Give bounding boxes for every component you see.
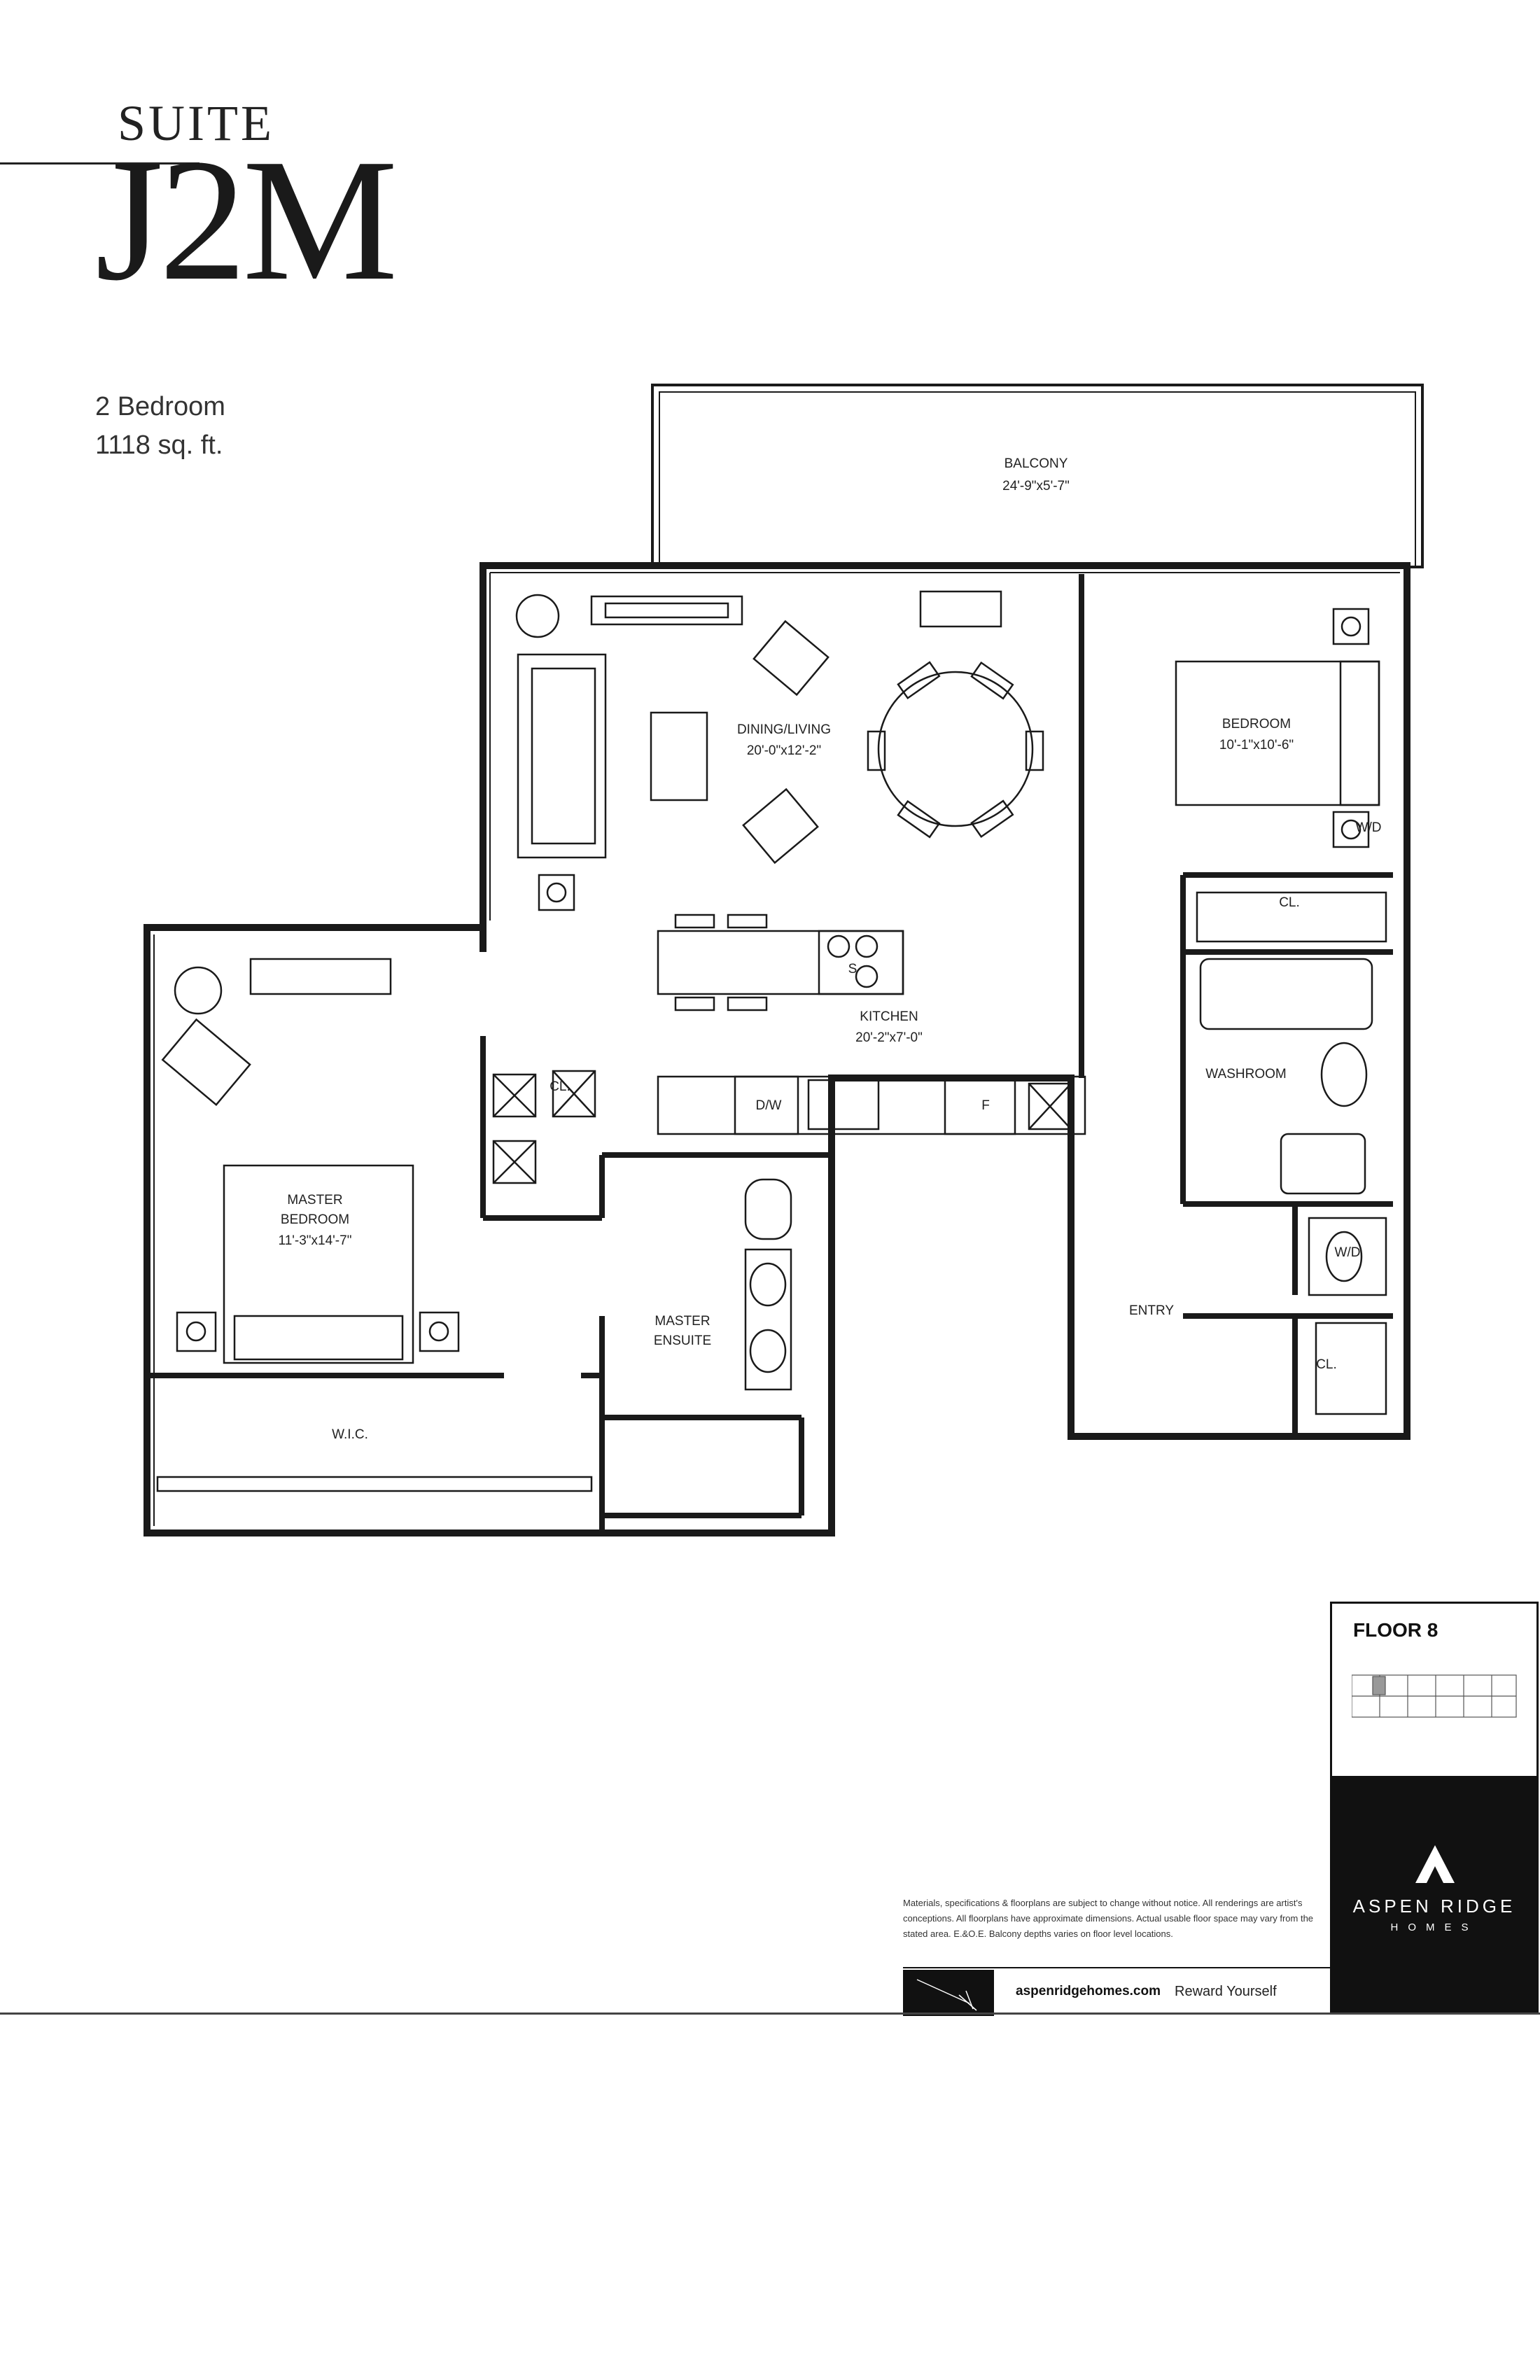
balcony-label: BALCONY xyxy=(1004,456,1068,471)
fridge-label: F xyxy=(981,1098,990,1113)
bedroom-washer-dryer-label: W/D xyxy=(1356,820,1382,835)
stove-label: S xyxy=(848,962,858,976)
compass-mark-icon xyxy=(903,1970,994,2016)
kitchen-label: KITCHEN xyxy=(860,1009,918,1024)
disclaimer-text: Materials, specifications & floorplans a… xyxy=(903,1898,1314,1939)
master-bedroom-label-2: BEDROOM xyxy=(281,1212,349,1227)
bedroom-size: 10'-1"x10'-6" xyxy=(1219,738,1294,752)
floor-key-panel: FLOOR 8 xyxy=(1330,1602,1539,1778)
brand-panel: ASPEN RIDGE HOMES xyxy=(1330,1778,1539,2014)
suite-word: SUITE xyxy=(118,95,274,151)
floor-label: FLOOR 8 xyxy=(1353,1619,1438,1641)
entry-washer-dryer-label: W/D xyxy=(1335,1245,1361,1260)
exterior-walls xyxy=(144,562,1410,1536)
bedroom-label: BEDROOM xyxy=(1222,717,1291,732)
floor-plan: BALCONY 24'-9"x5'-7" DINING/LIVING 20'-0… xyxy=(144,384,1424,1536)
website-bar: aspenridgehomes.com Reward Yourself xyxy=(903,1967,1330,2016)
living-furniture xyxy=(515,590,1044,911)
bedroom-count: 2 Bedroom xyxy=(95,392,225,421)
bedroom-furniture xyxy=(1175,608,1387,1415)
entry-closet-label: CL. xyxy=(1316,1357,1337,1372)
kitchen-size: 20'-2"x7'-0" xyxy=(855,1030,923,1045)
bottom-rule xyxy=(0,2012,1540,2015)
aspen-ridge-logo-icon xyxy=(1415,1845,1455,1883)
kitchen-fixtures xyxy=(492,913,1086,1184)
title-rule xyxy=(0,162,200,164)
dining-living-label: DINING/LIVING xyxy=(737,722,831,737)
key-plan-thumbnail xyxy=(1352,1674,1517,1718)
tagline: Reward Yourself xyxy=(1175,1984,1277,1999)
square-footage: 1118 sq. ft. xyxy=(95,430,223,460)
brand-subtitle: HOMES xyxy=(1390,1921,1478,1933)
bedroom-closet-label: CL. xyxy=(1279,895,1300,910)
balcony-size: 24'-9"x5'-7" xyxy=(1002,479,1070,493)
suite-code: J2M xyxy=(95,123,398,317)
master-ensuite-label-2: ENSUITE xyxy=(654,1334,711,1348)
washroom-label: WASHROOM xyxy=(1205,1067,1286,1082)
master-ensuite-label-1: MASTER xyxy=(654,1314,710,1329)
balcony-area xyxy=(651,384,1424,568)
interior-walls xyxy=(150,574,1393,1533)
website-link[interactable]: aspenridgehomes.com xyxy=(1016,1984,1161,1998)
master-bedroom-label-1: MASTER xyxy=(287,1193,342,1208)
room-labels: BALCONY 24'-9"x5'-7" DINING/LIVING 20'-0… xyxy=(279,456,1382,1442)
master-bedroom-size: 11'-3"x14'-7" xyxy=(279,1233,352,1248)
dishwasher-label: D/W xyxy=(756,1098,782,1113)
dining-living-size: 20'-0"x12'-2" xyxy=(747,743,821,758)
master-closet-label: CL. xyxy=(550,1079,570,1094)
brand-name: ASPEN RIDGE xyxy=(1352,1896,1516,1917)
entry-label: ENTRY xyxy=(1129,1303,1174,1318)
master-furniture xyxy=(156,958,792,1492)
wic-label: W.I.C. xyxy=(332,1427,368,1442)
